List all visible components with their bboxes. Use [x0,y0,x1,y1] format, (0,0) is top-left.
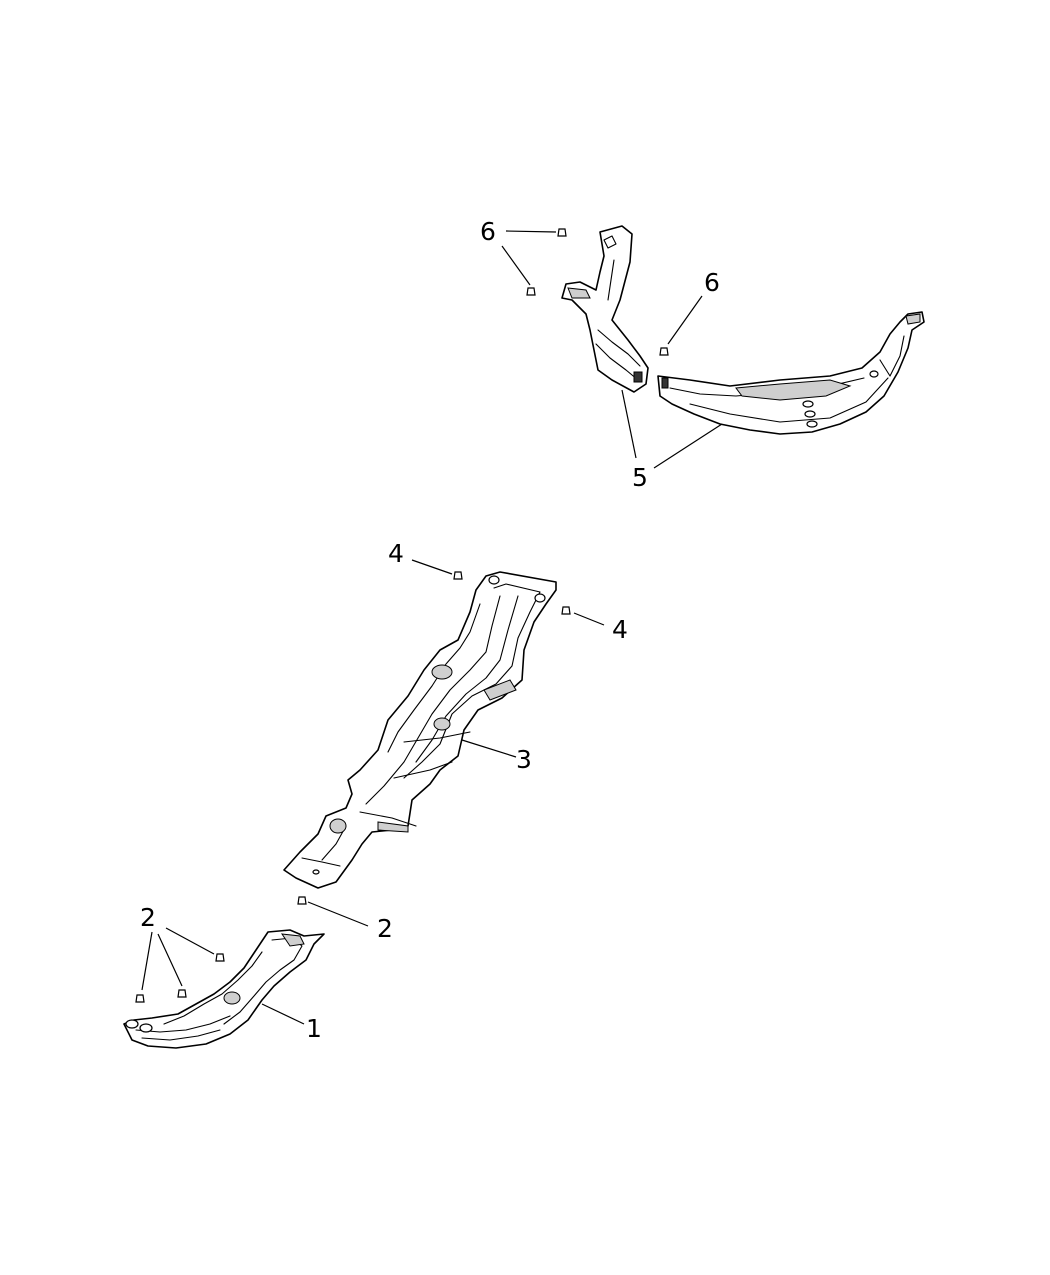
part-3-center-skid-plate [283,571,557,889]
callouts: 6 6 5 4 4 3 2 2 1 [140,217,720,1043]
leader-6b [501,245,531,286]
leader-2d [307,901,369,927]
leader-6a [505,230,557,233]
leader-6c [667,295,703,345]
callout-1: 1 [306,1014,322,1043]
leader-1 [261,1003,305,1025]
part-2-fastener-c [177,989,187,998]
part-2-fastener-b [135,994,145,1003]
leader-5a [621,389,637,459]
leader-2a [165,927,215,955]
leader-4a [411,559,453,575]
callout-2-left: 2 [140,903,156,932]
callout-2-right: 2 [377,914,393,943]
part-6-fastener-c [659,347,669,356]
leader-5b [653,423,723,469]
part-4-fastener-b [561,606,571,615]
part-2-fastener-a [215,953,225,962]
part-1-front-skid-plate [123,929,325,1049]
part-4-fastener-a [453,571,463,580]
callout-3: 3 [516,745,532,774]
part-5-rear-skid-plate [561,225,925,435]
callout-5: 5 [632,463,648,492]
callout-6-right: 6 [704,268,720,297]
part-2-fastener-d [297,896,307,905]
leader-lines [141,230,723,1025]
callout-6-top-left: 6 [480,217,496,246]
part-6-fastener-b [526,287,536,296]
leader-3 [461,739,517,758]
leader-2b [141,931,153,991]
leader-2c [157,933,183,987]
callout-4-left: 4 [388,539,404,568]
callout-4-right: 4 [612,615,628,644]
leader-4b [573,612,605,626]
part-6-fastener-a [557,228,567,237]
